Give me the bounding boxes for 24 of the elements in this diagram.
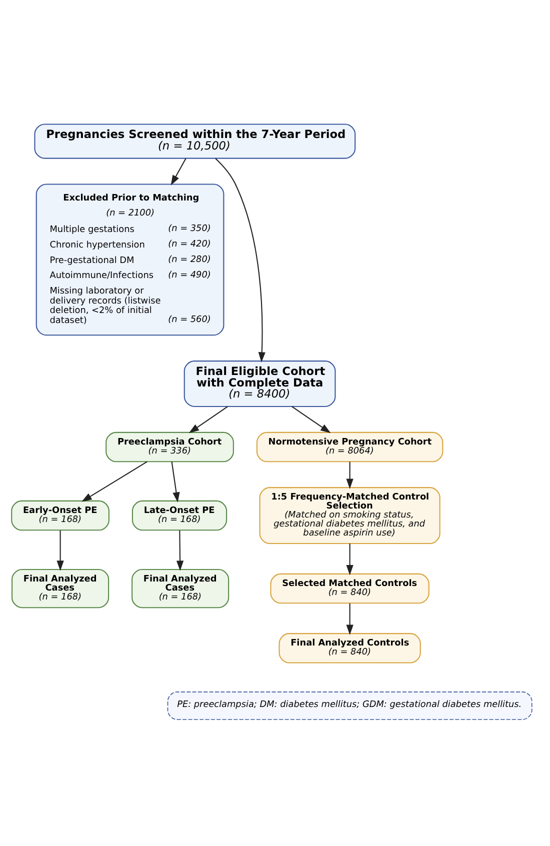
label: PE: preeclampsia; DM: diabetes mellitus; GDM: gestational diabetes mellitus.: [177, 700, 522, 710]
arrow: [215, 157, 266, 362]
arrow: [346, 543, 354, 575]
node-box: Final Analyzed Cases (n = 168): [12, 568, 110, 608]
arrow: [56, 530, 64, 570]
node-box: Final Eligible Cohort with Complete Data (n = 8400): [184, 360, 336, 406]
node-box: Final Analyzed Controls (n = 840): [278, 632, 421, 663]
node-box: Selected Matched Controls (n = 840): [270, 572, 430, 604]
arrow: [188, 406, 228, 433]
arrow: [82, 460, 148, 502]
node-box: 1:5 Frequency-Matched Control Selection (Matched on smoking status, gestational diabetes mellitus, and baseline aspirin use): [259, 486, 440, 544]
arrow: [171, 461, 180, 502]
node-box: Pregnancies Screened within the 7-Year Period (n = 10,500): [34, 123, 356, 158]
node-box: Excluded Prior to Matching (n = 2100) Multiple gestations (n = 350) Chronic hypertension (n = 420) Pre-gestational DM (n = 280) Autoimmune/Infections (n = 490) Missing laboratory or delivery records (listwise deletion, <2% of initial dataset) (n = 560): [36, 183, 224, 336]
arrow: [170, 158, 186, 185]
arrow: [346, 461, 354, 488]
node-box: Preeclampsia Cohort (n = 336): [106, 431, 234, 462]
node-box: Final Analyzed Cases (n = 168): [132, 568, 230, 608]
node-box: Late-Onset PE (n = 168): [132, 500, 228, 530]
arrow: [346, 602, 354, 635]
arrow: [176, 530, 184, 570]
node-box: Early-Onset PE (n = 168): [11, 500, 110, 530]
node-box: Normotensive Pregnancy Cohort (n = 8064): [256, 431, 444, 462]
arrow: [292, 406, 331, 433]
